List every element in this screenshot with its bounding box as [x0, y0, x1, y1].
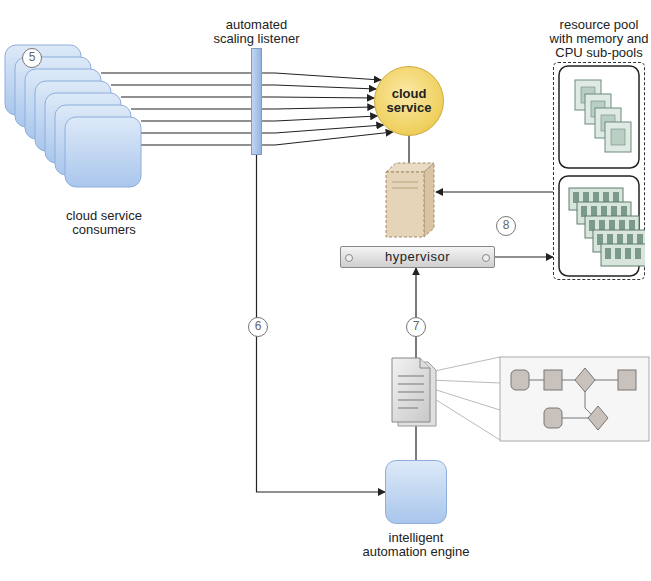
callout-number: 6: [248, 317, 268, 337]
workflow-document: [392, 358, 436, 426]
bar-rivet: [482, 254, 490, 262]
connector-arrow: [141, 125, 384, 133]
connector-arrow: [111, 85, 376, 89]
resource-pool: resource pool with memory and CPU sub-po…: [553, 62, 645, 280]
bar-rivet: [345, 254, 353, 262]
connector-arrow: [495, 256, 553, 257]
connector-arrow: [121, 97, 374, 98]
node-label: automated scaling listener: [212, 18, 302, 46]
allocation-arrow: [436, 191, 553, 192]
virtual-server: [386, 163, 434, 237]
zoom-lines: [430, 357, 500, 440]
hypervisor-bar: hypervisor: [340, 246, 495, 268]
service-link: [408, 136, 409, 164]
callout-number: 5: [22, 48, 42, 68]
node-label: intelligent automation engine: [361, 531, 471, 559]
cloud-service-circle: cloud service: [374, 66, 444, 136]
workflow-detail: [500, 357, 649, 441]
scaling-listener: automated scaling listener: [251, 48, 262, 155]
node-label: hypervisor: [385, 250, 450, 264]
connector-arrow: [257, 155, 386, 492]
callout-number: 7: [406, 317, 426, 337]
node-label: cloud service consumers: [49, 209, 159, 237]
automation-engine: intelligent automation engine: [385, 460, 447, 524]
node-label: cloud service: [379, 87, 439, 115]
node-label: resource pool with memory and CPU sub-po…: [549, 18, 649, 60]
consumer-group: cloud service consumers: [4, 44, 149, 244]
connector-arrow: [141, 132, 393, 145]
callout-number: 8: [496, 216, 516, 236]
connector-arrow: [101, 73, 381, 80]
sub-pools: [553, 62, 645, 280]
